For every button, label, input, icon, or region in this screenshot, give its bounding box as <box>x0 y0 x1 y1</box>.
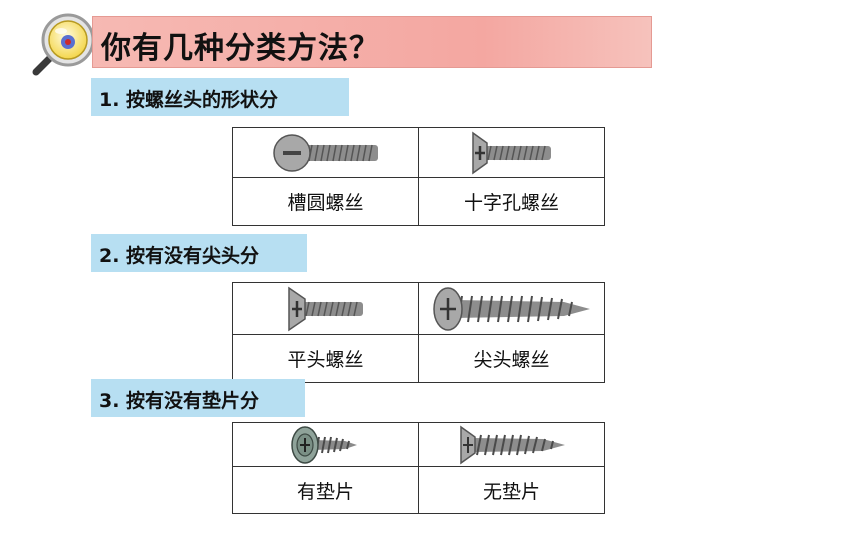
screw-table-2: 平头螺丝 尖头螺丝 <box>232 282 605 383</box>
flat-tip-screw-icon <box>287 286 363 331</box>
screw-name: 平头螺丝 <box>232 334 419 383</box>
section-label-2: 2. 按有没有尖头分 <box>91 234 307 272</box>
page-title: 你有几种分类方法？ <box>101 31 380 66</box>
screw-image-cell <box>418 127 605 178</box>
no-washer-screw-icon <box>459 425 565 464</box>
screw-name: 十字孔螺丝 <box>418 177 605 226</box>
screw-image-cell <box>232 422 419 467</box>
title-banner: 你有几种分类方法？ <box>92 16 652 68</box>
slotted-round-screw-icon <box>272 133 378 172</box>
screw-table-3: 有垫片 无垫片 <box>232 422 605 514</box>
pointed-screw-icon <box>432 286 590 331</box>
screw-name: 有垫片 <box>232 466 419 514</box>
section-label-3: 3. 按有没有垫片分 <box>91 379 305 417</box>
screw-name: 槽圆螺丝 <box>232 177 419 226</box>
screw-table-1: 槽圆螺丝 十字孔螺丝 <box>232 127 605 226</box>
screw-name: 尖头螺丝 <box>418 334 605 383</box>
washer-screw-icon <box>290 425 357 464</box>
phillips-screw-icon <box>471 131 551 174</box>
screw-image-cell <box>232 282 419 335</box>
screw-image-cell <box>232 127 419 178</box>
screw-name: 无垫片 <box>418 466 605 514</box>
screw-image-cell <box>418 282 605 335</box>
screw-image-cell <box>418 422 605 467</box>
magnifier-icon <box>32 13 95 76</box>
section-label-1: 1. 按螺丝头的形状分 <box>91 78 349 116</box>
